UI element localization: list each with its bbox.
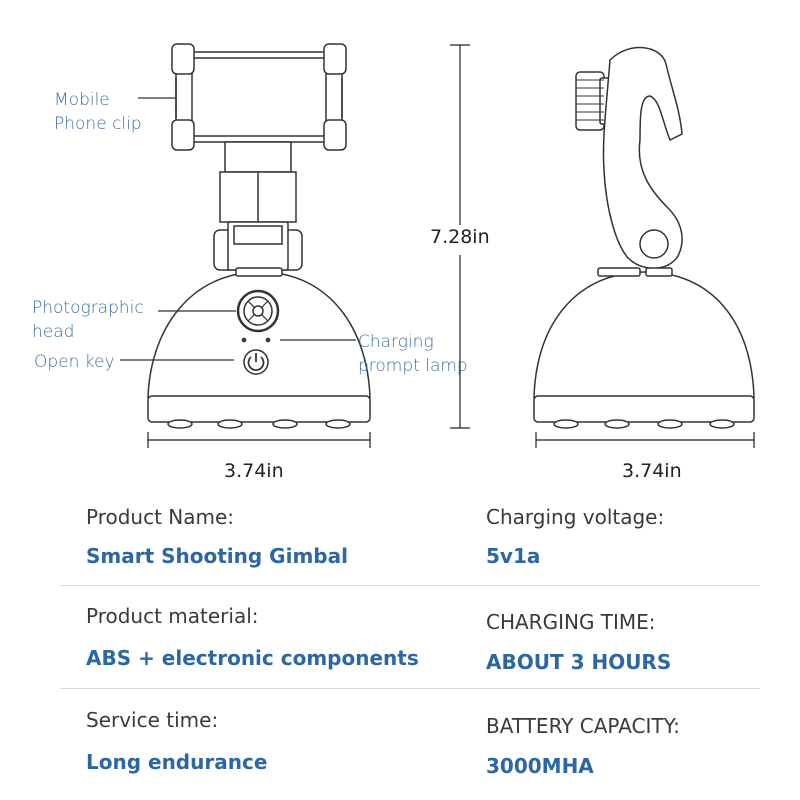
front-view <box>147 43 371 429</box>
spec-divider <box>60 688 760 689</box>
callout-leaders <box>120 97 356 361</box>
spec-value-service-time: Long endurance <box>86 750 268 774</box>
spec-label-charging-time: CHARGING TIME: <box>486 610 656 634</box>
side-arm-pivot <box>639 229 669 259</box>
spec-label-product-name: Product Name: <box>86 505 235 529</box>
spec-label-service-time: Service time: <box>86 708 219 732</box>
dimension-lines <box>147 44 755 448</box>
camera-lens-icon <box>236 289 280 333</box>
spec-value-battery-capacity: 3000MHA <box>486 754 594 778</box>
callout-open-key: Open key <box>34 352 115 372</box>
dimension-height-label: 7.28in <box>428 226 492 248</box>
front-base <box>147 267 371 429</box>
front-arm <box>213 141 303 271</box>
callout-photo-head-line2: head <box>32 322 75 342</box>
callout-charging-lamp-line1: Charging <box>358 332 434 352</box>
indicator-lamp-left <box>241 337 247 343</box>
spec-value-product-name: Smart Shooting Gimbal <box>86 544 348 568</box>
side-clip-knob <box>575 71 615 131</box>
spec-label-battery-capacity: BATTERY CAPACITY: <box>486 714 680 738</box>
callout-photographic-head: Photographic head <box>32 296 144 344</box>
callout-phone-clip-line1: Mobile <box>54 90 110 110</box>
callout-photo-head-line1: Photographic <box>32 298 144 318</box>
dimension-front-width-label: 3.74in <box>224 460 284 482</box>
front-phone-clip <box>171 43 347 151</box>
spec-divider <box>60 585 760 586</box>
power-icon[interactable] <box>243 349 269 375</box>
indicator-lamp-right <box>265 337 271 343</box>
spec-value-product-material: ABS + electronic components <box>86 646 419 670</box>
callout-charging-lamp-line2: prompt lamp <box>358 356 468 376</box>
side-view <box>533 46 755 429</box>
callout-phone-clip-line2: Phone clip <box>54 114 142 134</box>
callout-charging-lamp: Charging prompt lamp <box>358 330 468 378</box>
dimension-side-width-label: 3.74in <box>622 460 682 482</box>
spec-value-charging-time: ABOUT 3 HOURS <box>486 650 672 674</box>
side-clip-arm <box>602 46 683 269</box>
spec-label-product-material: Product material: <box>86 604 259 628</box>
spec-value-charging-voltage: 5v1a <box>486 544 541 568</box>
callout-phone-clip: Mobile Phone clip <box>54 88 142 136</box>
spec-label-charging-voltage: Charging voltage: <box>486 505 665 529</box>
side-base <box>533 267 755 429</box>
